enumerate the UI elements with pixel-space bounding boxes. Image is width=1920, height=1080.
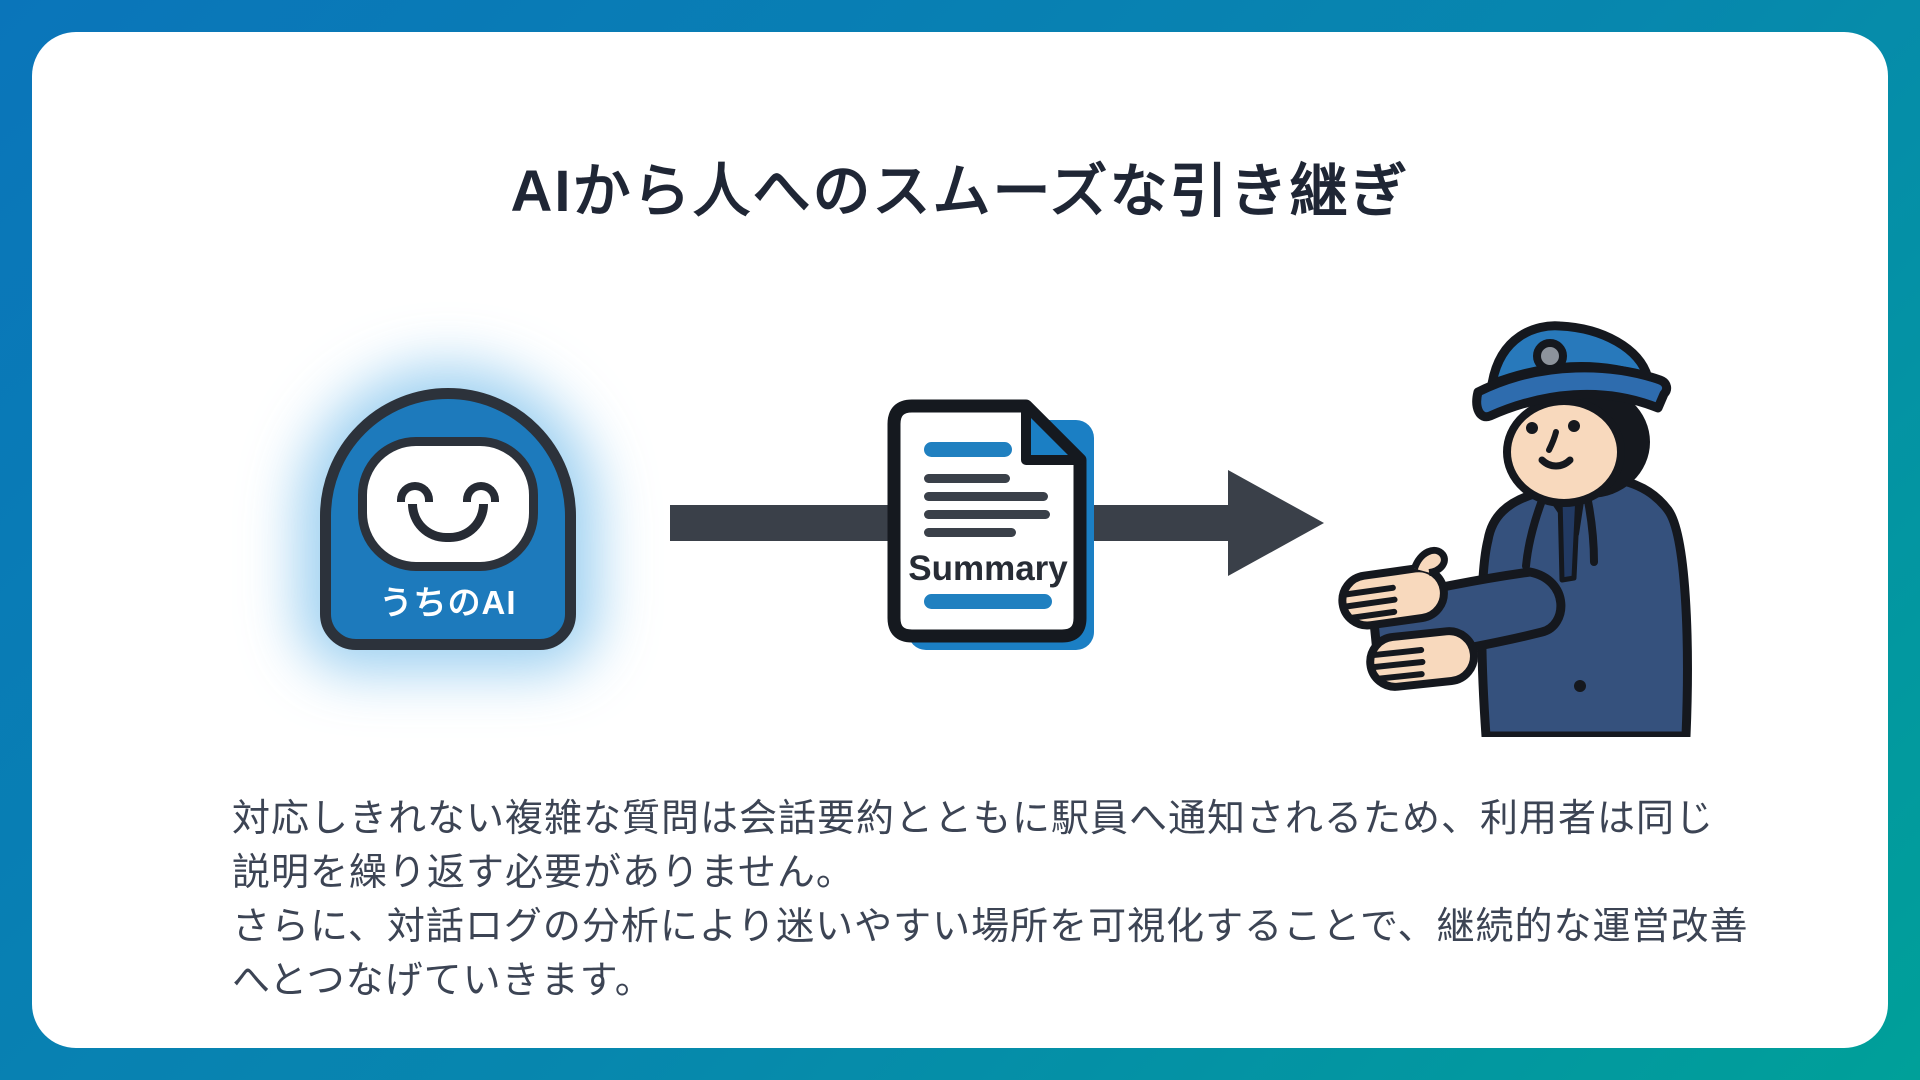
- body-text-line: 説明を繰り返す必要がありません。: [232, 852, 855, 894]
- staff-hand-icon: [1338, 547, 1448, 630]
- ai-mascot-eye-icon: [463, 482, 499, 502]
- ai-mascot-smile-icon: [408, 504, 488, 542]
- content-card: AIから人へのスムーズな引き継ぎ うちのAI: [32, 32, 1888, 1048]
- ai-badge-label: うちのAI: [379, 584, 517, 621]
- staff-hand-icon: [1366, 627, 1478, 691]
- ai-mascot-face: [358, 437, 538, 571]
- ai-mascot-eye-icon: [397, 482, 433, 502]
- station-staff-illustration: [1338, 321, 1692, 737]
- flow-arrowhead-icon: [1228, 470, 1324, 576]
- body-text-line: さらに、対話ログの分析により迷いやすい場所を可視化することで、継続的な運営改善: [232, 906, 1749, 948]
- ai-mascot-icon: うちのAI: [320, 388, 576, 650]
- body-text-line: へとつなげていきます。: [232, 960, 654, 1002]
- summary-document-label: Summary: [908, 549, 1068, 588]
- summary-document-icon: Summary: [887, 399, 1094, 650]
- body-text: 対応しきれない複雑な質問は会話要約とともに駅員へ通知されるため、利用者は同じ 説…: [232, 792, 1748, 1008]
- body-text-line: 対応しきれない複雑な質問は会話要約とともに駅員へ通知されるため、利用者は同じ: [232, 798, 1715, 840]
- page-title: AIから人へのスムーズな引き継ぎ: [510, 159, 1410, 224]
